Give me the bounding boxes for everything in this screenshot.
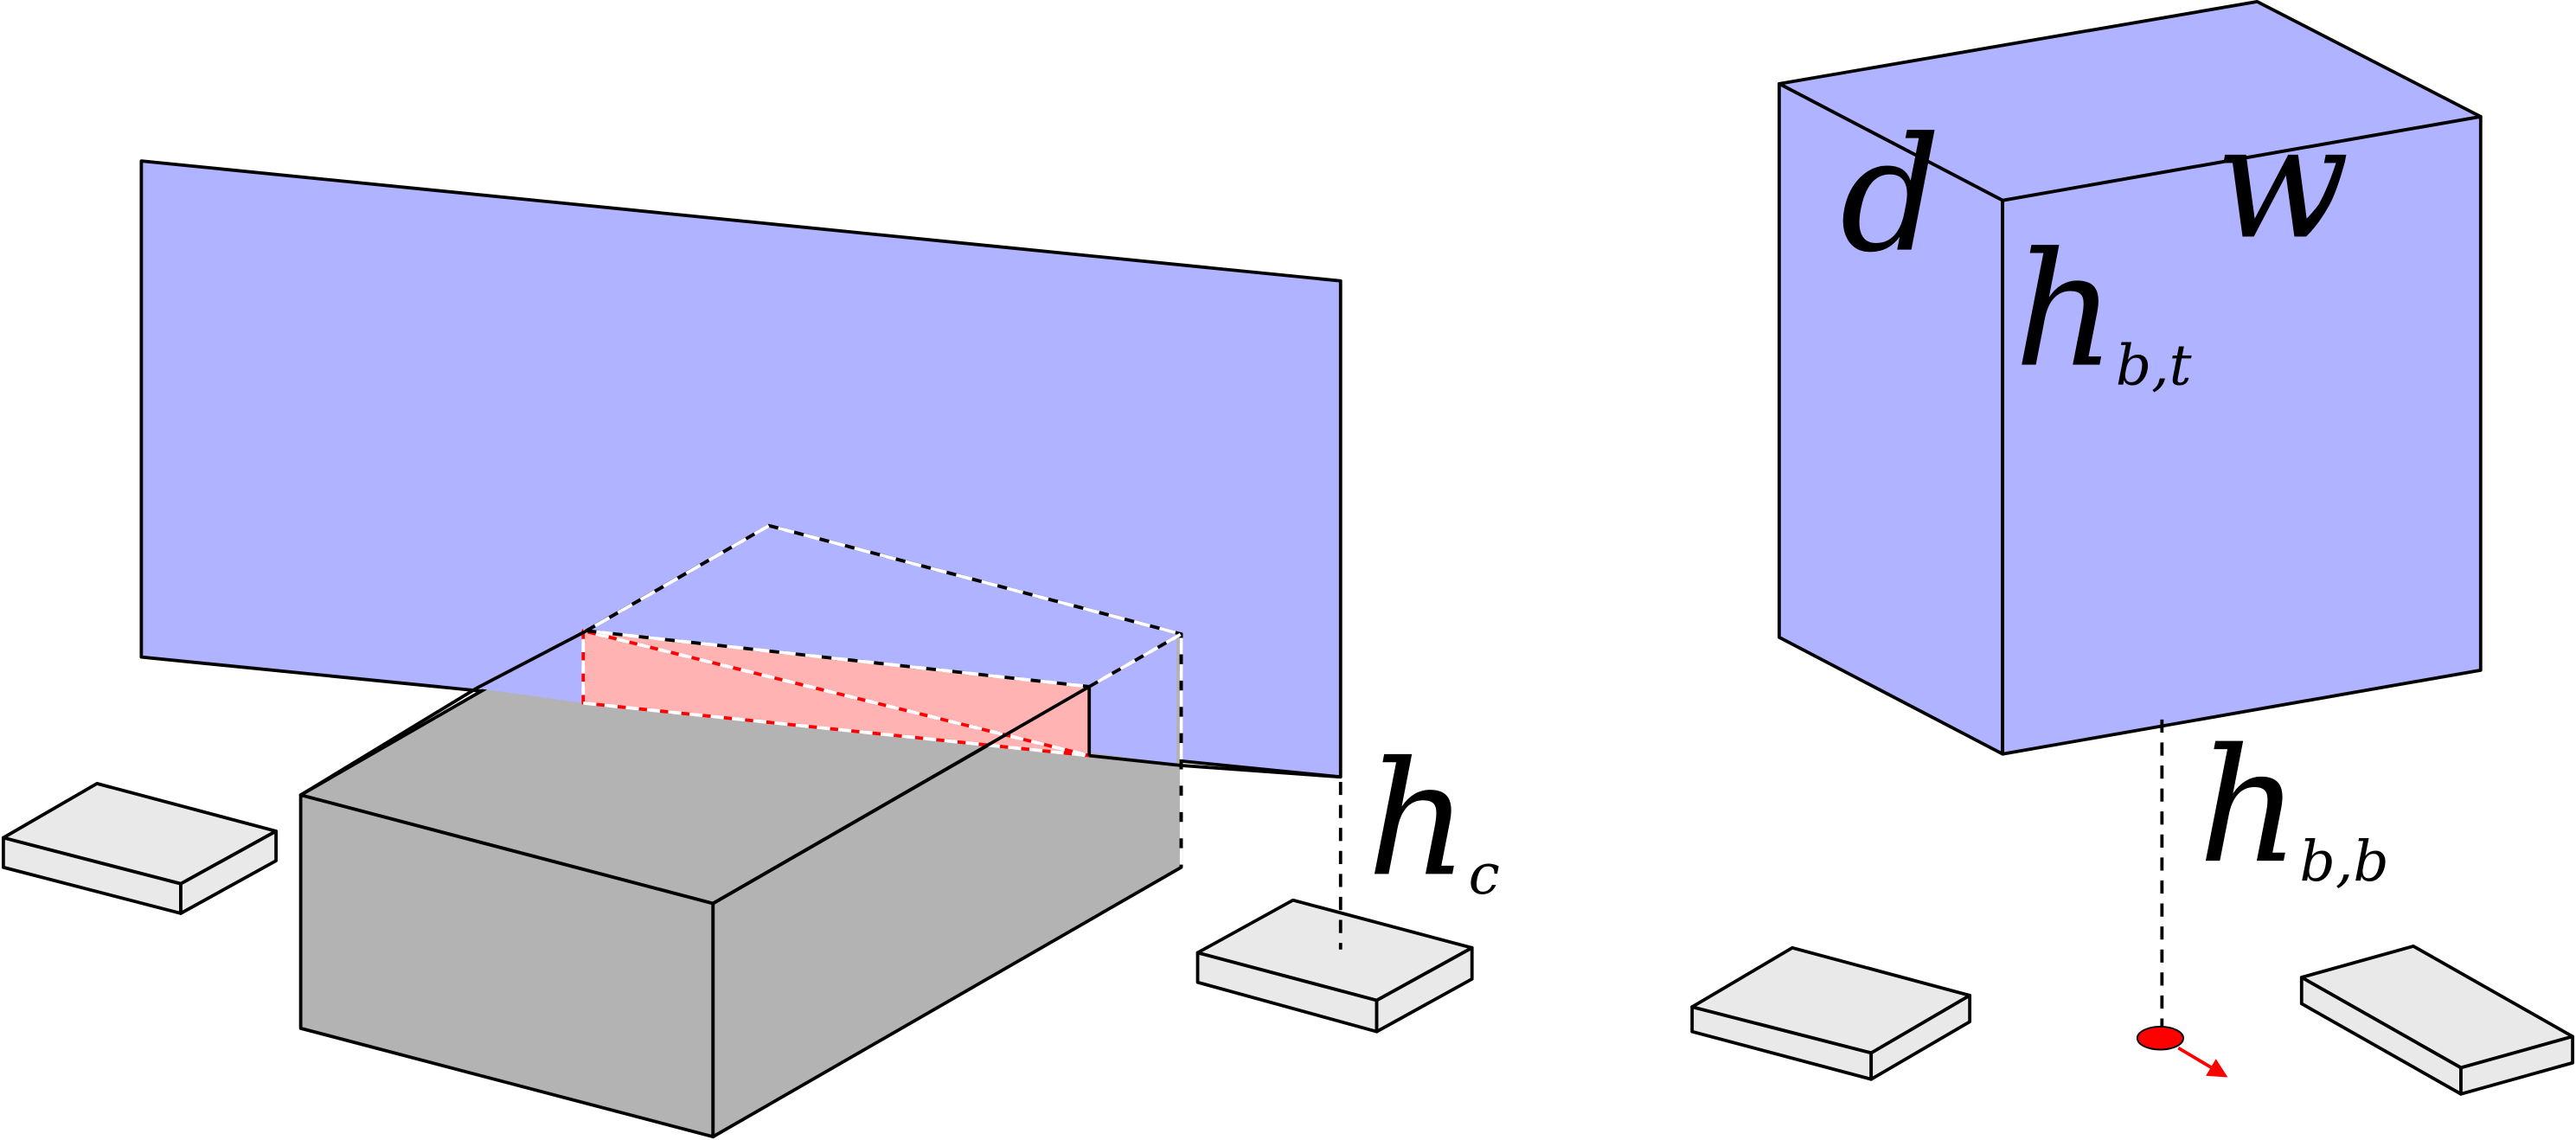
label-h-c: hc (1367, 727, 1500, 911)
pad-center (1195, 898, 1474, 1034)
label-h-bt: hb,t (2014, 219, 2192, 402)
label-w: w (2214, 90, 2349, 273)
direction-arrow (2177, 1047, 2228, 1078)
building-hidden-edges (586, 523, 1183, 868)
billboard-panel-overlap (476, 525, 1176, 765)
billboard-box (1777, 0, 2483, 756)
label-d: d (1840, 104, 1941, 287)
label-h-c-sub: c (1469, 842, 1500, 907)
pad-right-left (1690, 945, 1972, 1081)
left-scene: hc (1, 159, 1500, 1139)
billboard-box-front-face (2001, 114, 2483, 756)
right-scene: d w hb,t hb,b (1690, 0, 2575, 1096)
label-h-bb-sub: b,b (2300, 829, 2389, 894)
ground-point-marker (2136, 1026, 2184, 1051)
pad-far-left (1, 781, 279, 915)
pad-far-right (2299, 945, 2575, 1096)
label-h-bt-sub: b,t (2116, 333, 2193, 398)
label-h-bb: hb,b (2198, 714, 2389, 898)
